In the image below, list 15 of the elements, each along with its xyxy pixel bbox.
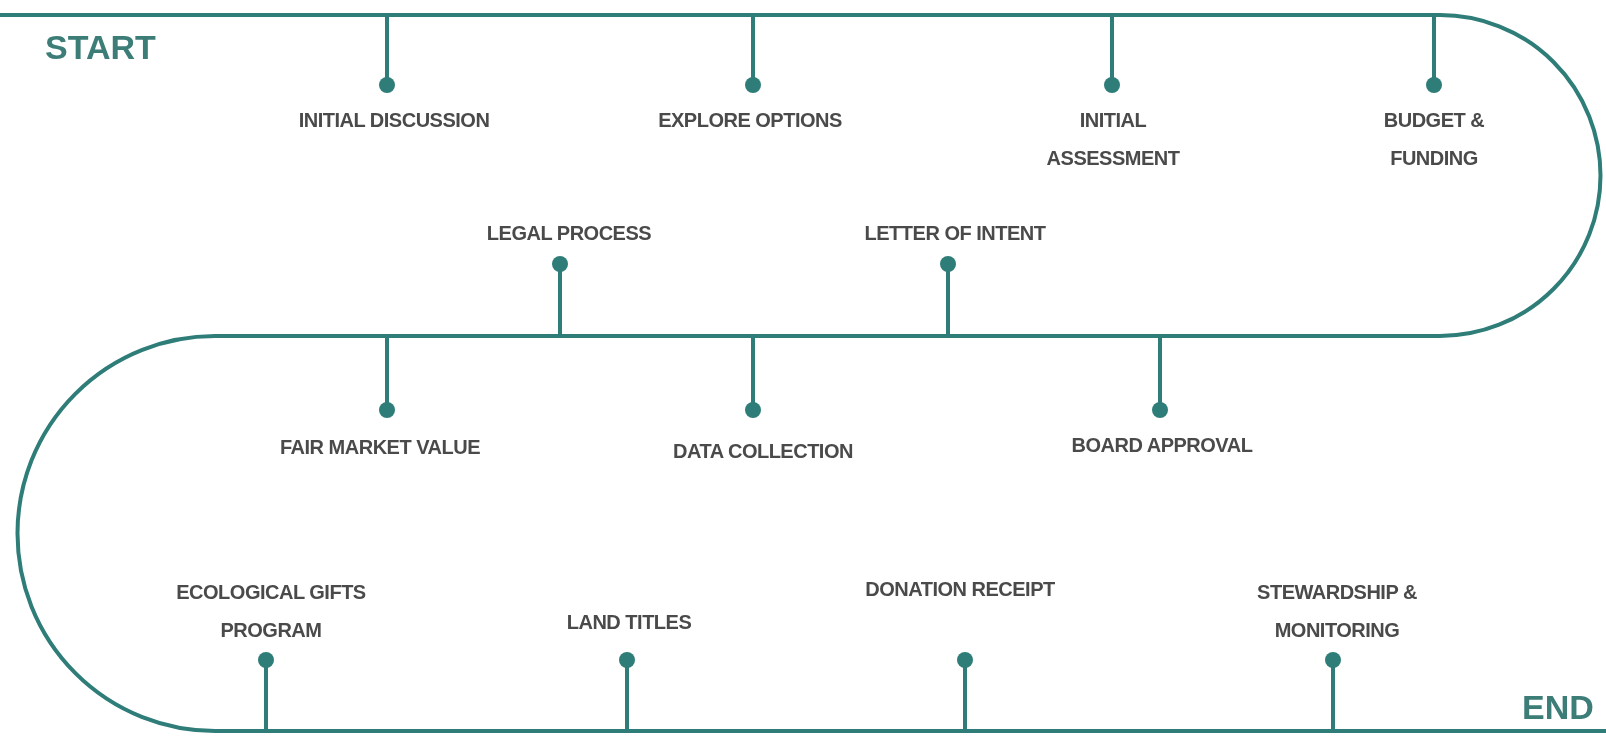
milestone-label: LAND TITLES <box>565 610 693 635</box>
milestone-label: EXPLORE OPTIONS <box>657 108 843 133</box>
endpoint-label: START <box>45 27 156 67</box>
milestone-label: LETTER OF INTENT <box>863 221 1047 246</box>
milestone-label: DATA COLLECTION <box>672 439 854 464</box>
milestone-label: FAIR MARKET VALUE <box>280 435 480 460</box>
milestone-label: LEGAL PROCESS <box>485 221 653 246</box>
milestone-label: INITIAL ASSESSMENT <box>1045 108 1181 171</box>
milestone-label: INITIAL DISCUSSION <box>297 108 491 133</box>
milestone-label: BUDGET & FUNDING <box>1382 108 1486 171</box>
milestone-label: ECOLOGICAL GIFTS PROGRAM <box>175 580 367 643</box>
milestone-label: DONATION RECEIPT <box>864 577 1056 602</box>
milestone-label: STEWARDSHIP & MONITORING <box>1256 580 1418 643</box>
endpoint-label: END <box>1522 687 1594 727</box>
milestone-label: BOARD APPROVAL <box>1070 433 1254 458</box>
